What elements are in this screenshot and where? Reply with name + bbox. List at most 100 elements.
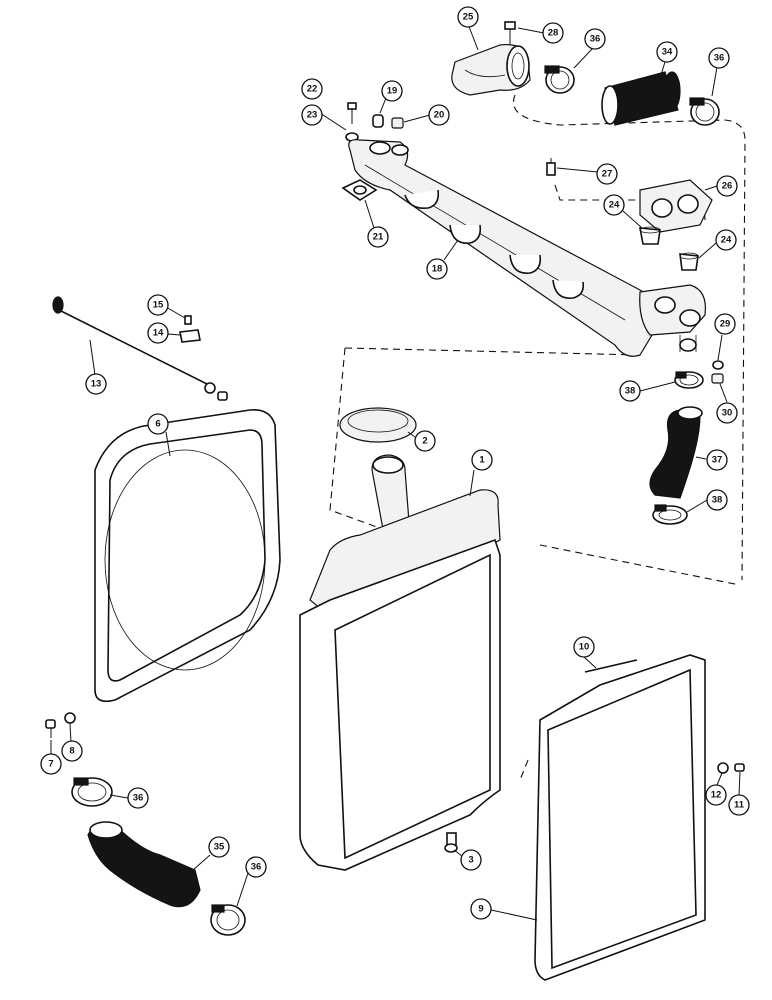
svg-text:36: 36 [714,53,725,64]
callout-24: 24 [603,194,625,216]
callout-8: 8 [61,740,83,762]
svg-text:27: 27 [602,169,613,180]
callout-14: 14 [147,322,169,344]
svg-text:21: 21 [373,232,384,243]
callout-21: 21 [367,226,389,248]
nut-20 [391,117,404,129]
hose-clamp-36-upper-right [689,97,720,126]
callout-6: 6 [147,413,169,435]
callout-30: 30 [716,402,738,424]
hose-34 [601,71,681,126]
svg-text:2: 2 [422,436,427,447]
gasket-21 [341,179,378,201]
hose-clamp-38-upper [674,371,704,389]
callout-34: 34 [656,41,678,63]
hose-35 [87,821,201,908]
hose-clamp-36-lower-right [210,904,246,936]
bolt-28 [504,21,516,44]
callout-26: 26 [716,175,738,197]
callout-10: 10 [573,636,595,658]
leader-lines [50,23,741,921]
svg-text:24: 24 [721,235,732,246]
washer-12 [717,762,729,774]
callout-38: 38 [706,489,728,511]
callout-36: 36 [245,856,267,878]
dashed-guide-shroud [519,759,529,781]
drain-fitting-3 [444,832,458,853]
svg-text:26: 26 [722,181,733,192]
svg-text:35: 35 [214,842,225,853]
svg-text:34: 34 [662,47,673,58]
radiator-core [299,454,501,871]
callout-3: 3 [460,849,482,871]
callout-13: 13 [85,373,107,395]
svg-text:23: 23 [307,110,318,121]
callout-9: 9 [470,898,492,920]
plug-19 [372,114,384,128]
callout-23: 23 [301,104,323,126]
dashed-guide-outlet [513,94,746,581]
svg-text:38: 38 [712,495,723,506]
callout-20: 20 [428,104,450,126]
screw-15 [184,315,192,325]
svg-text:28: 28 [548,28,559,39]
water-outlet-elbow [451,43,531,96]
clip-14 [179,329,201,343]
svg-text:37: 37 [712,455,723,466]
callout-18: 18 [426,258,448,280]
callout-7: 7 [40,753,62,775]
svg-text:20: 20 [434,110,445,121]
svg-text:9: 9 [478,904,483,915]
callout-2: 2 [414,430,436,452]
svg-text:24: 24 [609,200,620,211]
bolt-22 [347,102,357,124]
radiator-rod-13 [52,296,228,401]
svg-text:36: 36 [590,34,601,45]
callout-24: 24 [715,229,737,251]
svg-text:22: 22 [307,84,318,95]
callout-27: 27 [596,163,618,185]
svg-text:12: 12 [711,790,722,801]
dashed-guide-right [539,544,741,586]
callout-36: 36 [584,28,606,50]
callout-29: 29 [714,313,736,335]
svg-text:3: 3 [468,855,473,866]
lockwasher-29 [712,360,724,370]
svg-text:15: 15 [153,300,164,311]
callout-1: 1 [471,449,493,471]
svg-text:11: 11 [734,800,745,811]
dashed-guide-radiator [329,347,386,531]
svg-text:30: 30 [722,408,733,419]
water-manifold [348,139,707,357]
fan-shroud [94,408,281,703]
svg-text:13: 13 [91,379,102,390]
svg-text:38: 38 [625,386,636,397]
svg-text:6: 6 [155,419,160,430]
callout-15: 15 [147,294,169,316]
callout-35: 35 [208,836,230,858]
svg-text:14: 14 [153,328,164,339]
svg-text:19: 19 [387,86,398,97]
bolt-11 [734,763,745,772]
plug-24-left [639,226,661,245]
callout-11: 11 [728,794,750,816]
hose-clamp-36-upper-left [544,65,575,94]
callout-37: 37 [706,449,728,471]
svg-text:18: 18 [432,264,443,275]
rod-10 [584,659,638,673]
nut-30 [711,373,724,384]
svg-text:36: 36 [251,862,262,873]
radiator-grille [534,654,706,981]
radiator-cap [339,407,417,443]
hose-clamp-36-lower-left [71,777,113,807]
plug-24-right [679,252,699,271]
svg-text:10: 10 [579,642,590,653]
callout-36: 36 [127,787,149,809]
callout-19: 19 [381,80,403,102]
callout-22: 22 [301,78,323,100]
svg-text:7: 7 [48,759,53,770]
svg-text:36: 36 [133,793,144,804]
callout-38: 38 [619,380,641,402]
hose-clamp-38-lower [652,504,688,525]
